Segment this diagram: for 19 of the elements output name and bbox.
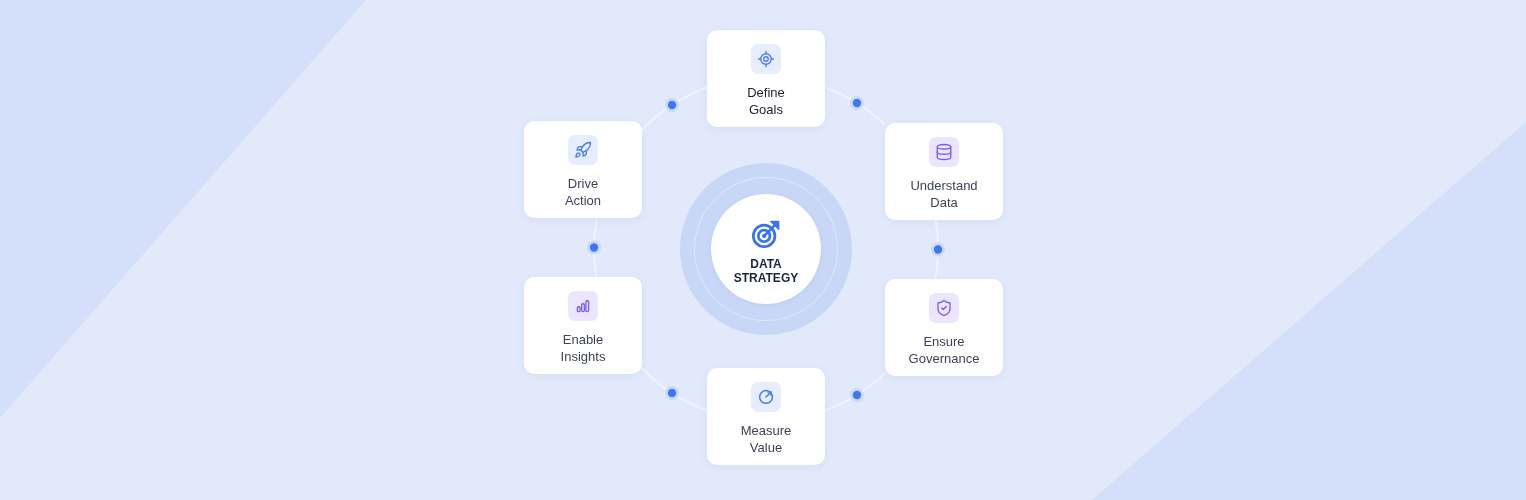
step-label: Understand Data	[910, 177, 978, 211]
step-card	[524, 121, 642, 218]
connector-line	[593, 217, 598, 278]
step-label: Define Goals	[747, 84, 785, 118]
step-card	[707, 368, 825, 465]
connector-line	[641, 367, 708, 412]
step-card	[885, 123, 1003, 220]
step-card	[885, 279, 1003, 376]
connector-line	[824, 372, 886, 412]
step-label: Ensure Governance	[908, 333, 980, 367]
connector-line	[934, 219, 939, 280]
step-label: Enable Insights	[560, 331, 606, 365]
connector-line	[641, 86, 708, 131]
step-label: Measure Value	[740, 422, 792, 456]
connector-line	[824, 86, 886, 126]
step-label: Drive Action	[564, 175, 602, 209]
hub-label: DATA STRATEGY	[733, 257, 799, 285]
step-card	[707, 30, 825, 127]
step-card	[524, 277, 642, 374]
